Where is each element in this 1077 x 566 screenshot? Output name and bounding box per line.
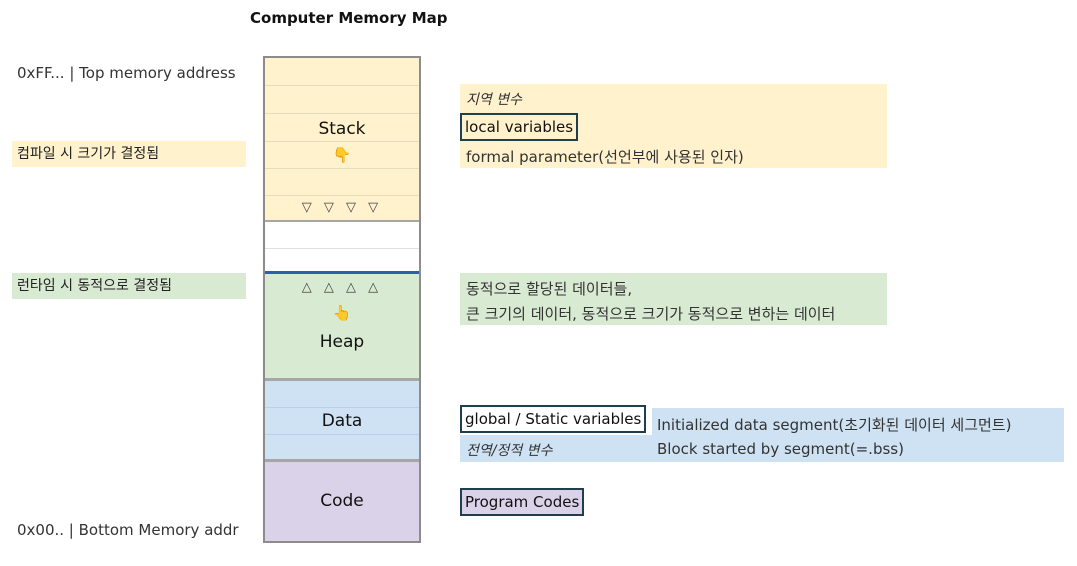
bss-note: Block started by segment(=.bss) xyxy=(657,440,904,458)
heap-note-line1: 동적으로 할당된 데이터들, xyxy=(466,280,633,298)
row-divider xyxy=(265,113,419,114)
runtime-note: 런타임 시 동적으로 결정됨 xyxy=(12,273,246,299)
data-detail-band xyxy=(652,435,1064,462)
heap-segment: △ △ △ △ 👆 Heap xyxy=(265,274,419,378)
row-divider xyxy=(265,248,419,249)
data-init-band xyxy=(652,408,1064,435)
heap-boundary xyxy=(265,271,419,274)
pointing-down-icon: 👇 xyxy=(332,146,352,164)
diagram-title: Computer Memory Map xyxy=(250,9,448,27)
stack-segment: Stack 👇 ▽ ▽ ▽ ▽ xyxy=(265,58,419,220)
local-variables-box: local variables xyxy=(460,113,579,141)
compile-time-note: 컴파일 시 크기가 결정됨 xyxy=(12,141,246,167)
formal-parameter-note: formal parameter(선언부에 사용된 인자) xyxy=(466,148,744,166)
stack-boundary xyxy=(265,220,419,222)
stack-annotation-band xyxy=(460,84,887,168)
data-segment: Data xyxy=(265,381,419,459)
data-korean-band xyxy=(460,435,653,462)
heap-label: Heap xyxy=(319,332,365,352)
program-codes-box: Program Codes xyxy=(460,488,585,516)
stack-growth-arrows: ▽ ▽ ▽ ▽ xyxy=(301,200,383,215)
global-static-variables-box: global / Static variables xyxy=(460,405,647,433)
row-divider xyxy=(265,407,419,408)
global-static-korean: 전역/정적 변수 xyxy=(466,443,553,459)
memory-map-column: Stack 👇 ▽ ▽ ▽ ▽ △ △ △ △ 👆 Heap Data Code xyxy=(263,56,421,543)
row-divider xyxy=(265,168,419,169)
row-divider xyxy=(265,85,419,86)
heap-annotation-band xyxy=(460,273,887,325)
initialized-data-segment-note: Initialized data segment(초기화된 데이터 세그먼트) xyxy=(657,416,1012,434)
heap-growth-arrows: △ △ △ △ xyxy=(301,280,383,295)
row-divider xyxy=(265,195,419,196)
stack-label: Stack xyxy=(318,119,366,139)
local-variables-korean: 지역 변수 xyxy=(466,92,522,108)
heap-note-line2: 큰 크기의 데이터, 동적으로 크기가 동적으로 변하는 데이터 xyxy=(466,305,836,323)
pointing-up-icon: 👆 xyxy=(332,304,352,322)
top-address-label: 0xFF... | Top memory address xyxy=(17,64,236,82)
free-space xyxy=(265,222,419,272)
code-segment: Code xyxy=(265,462,419,541)
bottom-address-label: 0x00.. | Bottom Memory addr xyxy=(17,521,239,539)
code-label: Code xyxy=(320,491,364,511)
heap-data-boundary xyxy=(265,378,419,381)
data-code-boundary xyxy=(265,459,419,462)
row-divider xyxy=(265,141,419,142)
row-divider xyxy=(265,434,419,435)
data-label: Data xyxy=(321,411,363,431)
